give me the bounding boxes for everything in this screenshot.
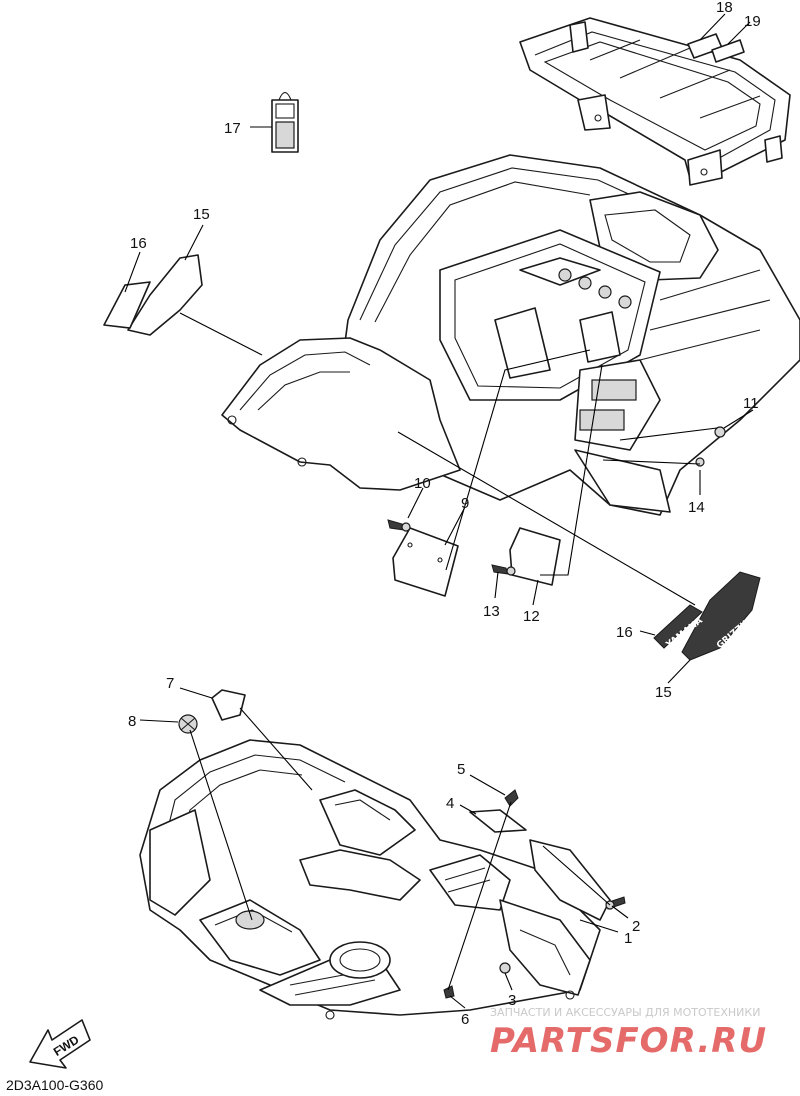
caution-label-17 [271,91,299,153]
watermark: ЗАПЧАСТИ И АКСЕССУАРЫ ДЛЯ МОТОТЕХНИКИ PA… [490,1006,767,1061]
callout-13: 13 [483,603,500,620]
decal-18-19 [687,33,745,63]
screw-10 [387,519,411,532]
leader-lines [124,13,754,1009]
front-fender [139,739,611,1020]
callout-10: 10 [414,475,431,492]
callout-14: 14 [688,499,705,516]
nut-3 [499,962,511,974]
callout-1: 1 [624,930,632,947]
screw-13 [491,564,516,576]
callout-16-upper: 16 [130,235,147,252]
callout-5: 5 [457,761,465,778]
emblem-15-left [127,254,203,336]
callout-12: 12 [523,608,540,625]
plate-12 [509,527,561,586]
callout-18: 18 [716,0,733,16]
rear-fender [339,154,800,516]
callout-11: 11 [743,395,759,412]
callout-numbers: 1 2 3 4 5 6 7 8 9 10 11 12 13 14 15 15 1… [128,0,761,1028]
callout-3: 3 [508,992,516,1009]
callout-15-upper: 15 [193,206,210,223]
diagram-code: 2D3A100-G360 [6,1077,104,1093]
callout-9: 9 [461,495,469,512]
callout-4: 4 [446,795,454,812]
plate-9 [392,527,459,597]
watermark-caption: ЗАПЧАСТИ И АКСЕССУАРЫ ДЛЯ МОТОТЕХНИКИ [490,1006,760,1019]
callout-17: 17 [224,120,241,137]
decal-4 [469,809,527,833]
callout-2: 2 [632,918,640,935]
rear-carrier [519,17,791,186]
decal-7 [211,689,246,721]
callout-19: 19 [744,13,761,30]
side-cover-left [221,337,461,491]
fwd-arrow: FWD [29,1019,91,1069]
decal-16-left [103,281,151,329]
callout-7: 7 [166,675,174,692]
callout-16-lower: 16 [616,624,633,641]
callout-15-lower: 15 [655,684,672,701]
watermark-brand: PARTSFOR.RU [490,1021,767,1061]
bolt-5 [504,789,519,807]
front-emblem-8 [178,714,198,734]
callout-6: 6 [461,1011,469,1028]
callout-8: 8 [128,713,136,730]
